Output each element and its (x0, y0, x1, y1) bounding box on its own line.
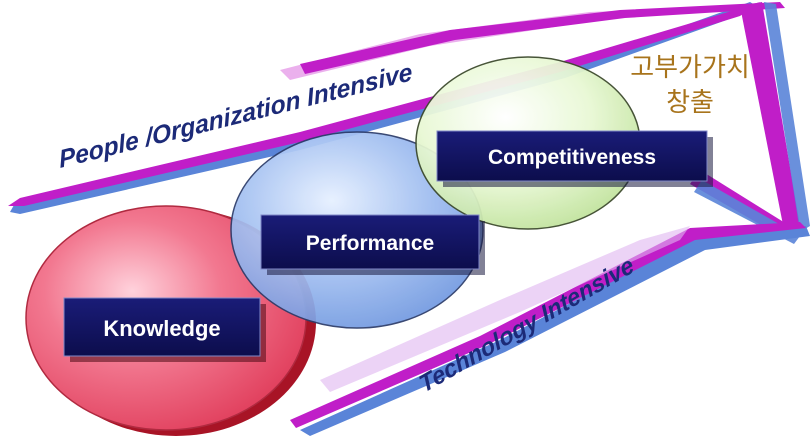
korean-label-line1: 고부가가치 (630, 53, 750, 83)
performance-box: Performance (260, 214, 485, 275)
knowledge-box: Knowledge (63, 297, 266, 362)
lower-band-blue (300, 226, 810, 436)
upper-band-magenta (8, 2, 760, 206)
competitiveness-box: Competitiveness (436, 130, 713, 187)
upper-band (8, 2, 785, 214)
korean-label-line2: 창출 (666, 88, 714, 118)
knowledge-label: Knowledge (103, 316, 220, 341)
right-arrow-outline (690, 2, 810, 244)
lower-band-shadow (320, 226, 690, 392)
upper-band-blue-edge (10, 2, 760, 214)
upper-band-top-stroke (300, 2, 785, 74)
lower-band (290, 222, 810, 436)
competitiveness-label: Competitiveness (488, 146, 656, 169)
lower-band-magenta (290, 222, 806, 428)
performance-label: Performance (306, 232, 434, 255)
